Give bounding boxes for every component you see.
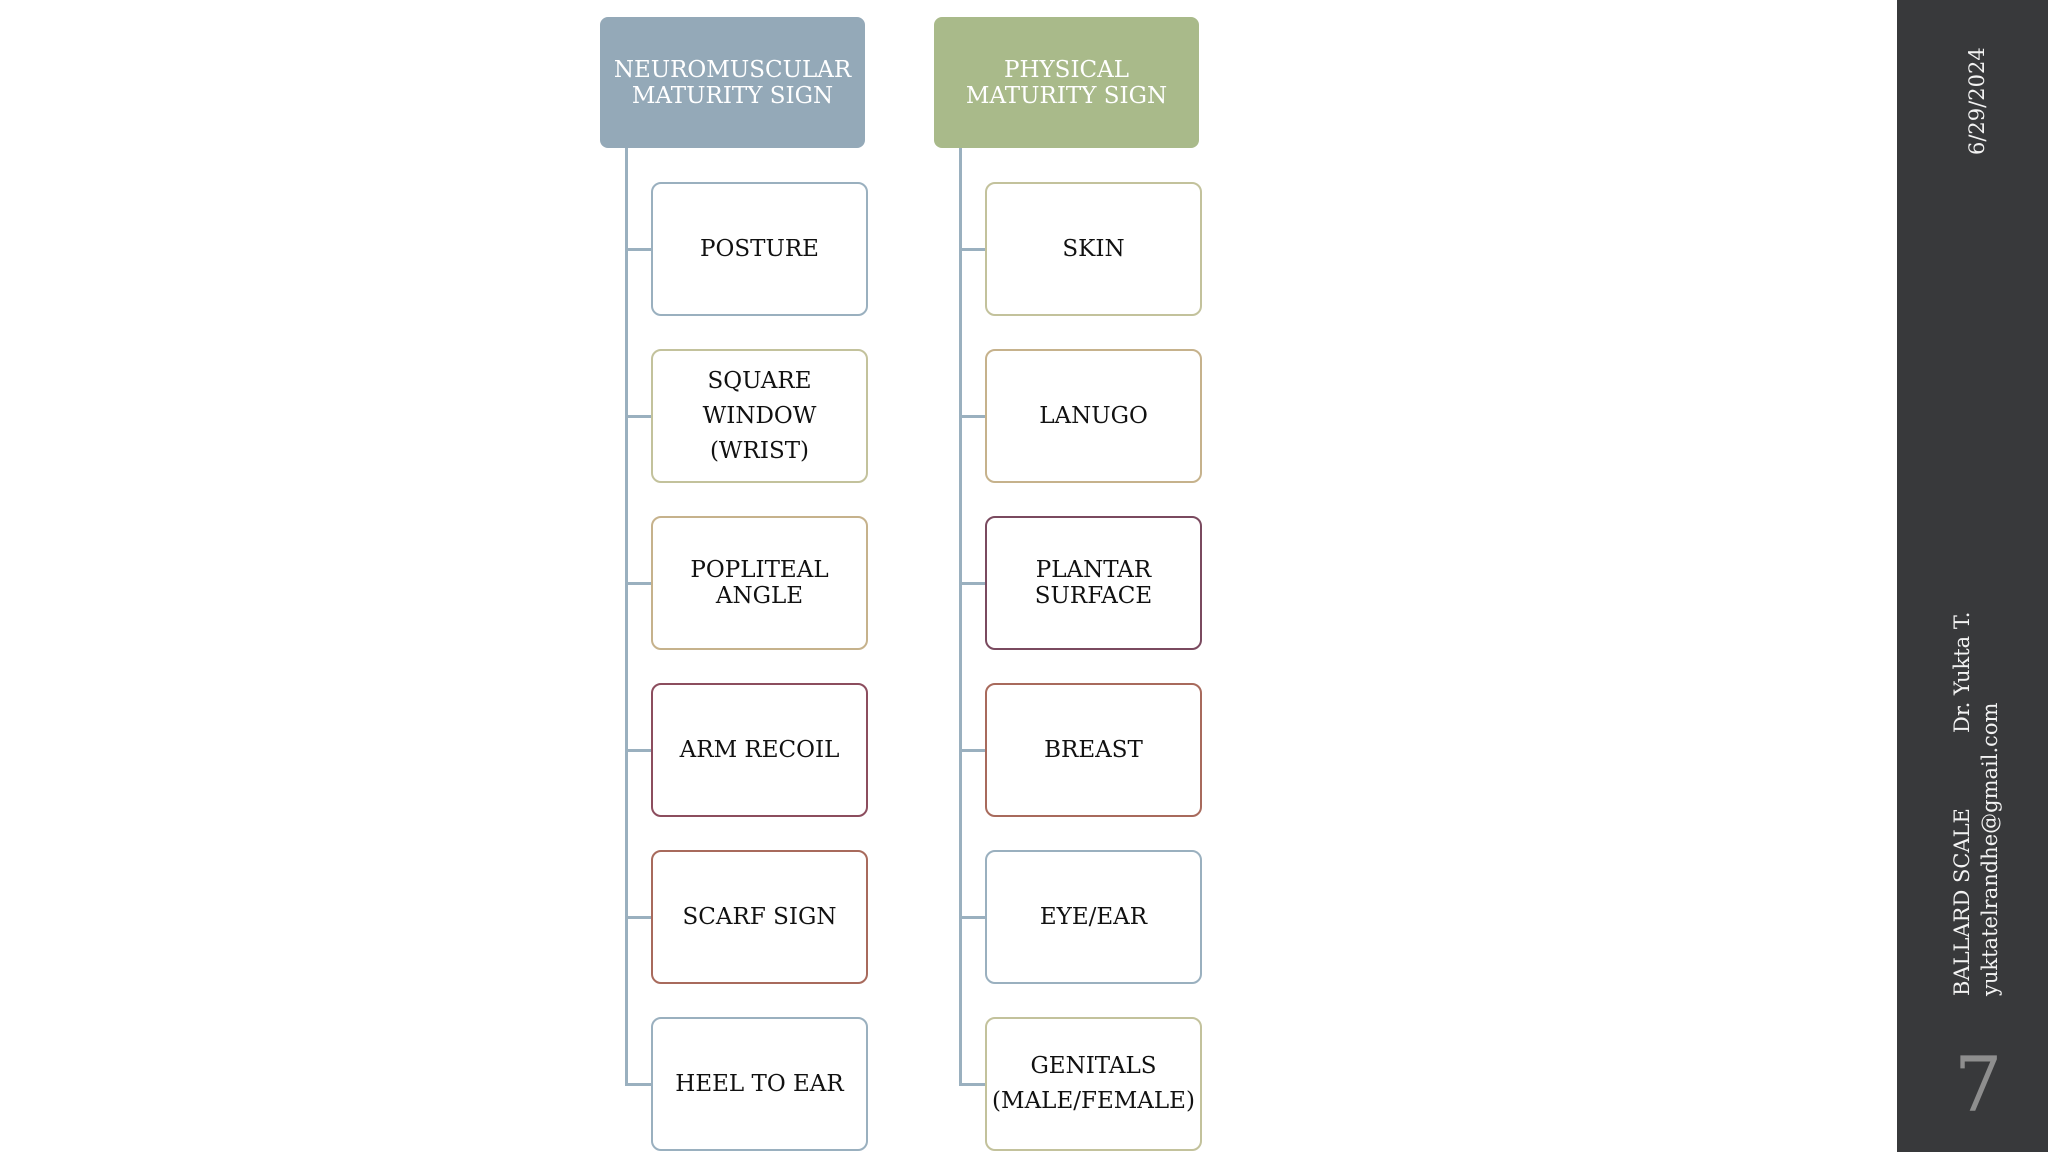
left-connector-branch <box>625 1083 652 1086</box>
plantar-surface-label: PLANTAR SURFACE <box>1034 557 1153 609</box>
right-connector-branch <box>959 248 986 251</box>
arm-recoil-label: ARM RECOIL <box>679 737 840 763</box>
lanugo-box: LANUGO <box>985 349 1202 483</box>
square-window-label: SQUARE WINDOW (WRIST) <box>702 367 817 464</box>
lanugo-label: LANUGO <box>1039 403 1148 429</box>
skin-box: SKIN <box>985 182 1202 316</box>
skin-label: SKIN <box>1062 236 1125 262</box>
left-connector-trunk <box>625 148 628 1086</box>
popliteal-angle-box: POPLITEAL ANGLE <box>651 516 868 650</box>
left-connector-branch <box>625 415 652 418</box>
right-connector-branch <box>959 582 986 585</box>
square-window-box: SQUARE WINDOW (WRIST) <box>651 349 868 483</box>
breast-box: BREAST <box>985 683 1202 817</box>
left-connector-branch <box>625 916 652 919</box>
left-connector-branch <box>625 749 652 752</box>
neuromuscular-header-label: NEUROMUSCULAR MATURITY SIGN <box>613 56 852 109</box>
arm-recoil-box: ARM RECOIL <box>651 683 868 817</box>
left-connector-branch <box>625 582 652 585</box>
slide-author: Dr. Yukta T. <box>1950 611 1974 733</box>
physical-header-label: PHYSICAL MATURITY SIGN <box>965 56 1168 109</box>
right-connector-branch <box>959 749 986 752</box>
posture-label: POSTURE <box>700 236 819 262</box>
right-connector-branch <box>959 916 986 919</box>
eye-ear-label: EYE/EAR <box>1039 904 1148 930</box>
slide-date: 6/29/2024 <box>1965 47 1989 155</box>
posture-box: POSTURE <box>651 182 868 316</box>
scarf-sign-box: SCARF SIGN <box>651 850 868 984</box>
slide-title: BALLARD SCALE <box>1950 808 1974 996</box>
heel-to-ear-label: HEEL TO EAR <box>675 1071 844 1097</box>
right-connector-branch <box>959 415 986 418</box>
breast-label: BREAST <box>1044 737 1143 763</box>
genitals-label: GENITALS (MALE/FEMALE) <box>992 1053 1195 1114</box>
left-connector-branch <box>625 248 652 251</box>
heel-to-ear-box: HEEL TO EAR <box>651 1017 868 1151</box>
genitals-box: GENITALS (MALE/FEMALE) <box>985 1017 1202 1151</box>
slide-email: yuktatelrandhe@gmail.com <box>1978 702 2002 996</box>
popliteal-angle-label: POPLITEAL ANGLE <box>690 557 829 609</box>
plantar-surface-box: PLANTAR SURFACE <box>985 516 1202 650</box>
slide-number: 7 <box>1954 1040 2003 1129</box>
slide-sidebar <box>1897 0 2048 1152</box>
neuromuscular-header: NEUROMUSCULAR MATURITY SIGN <box>600 17 865 148</box>
right-connector-trunk <box>959 148 962 1086</box>
scarf-sign-label: SCARF SIGN <box>682 904 837 930</box>
right-connector-branch <box>959 1083 986 1086</box>
eye-ear-box: EYE/EAR <box>985 850 1202 984</box>
physical-header: PHYSICAL MATURITY SIGN <box>934 17 1199 148</box>
